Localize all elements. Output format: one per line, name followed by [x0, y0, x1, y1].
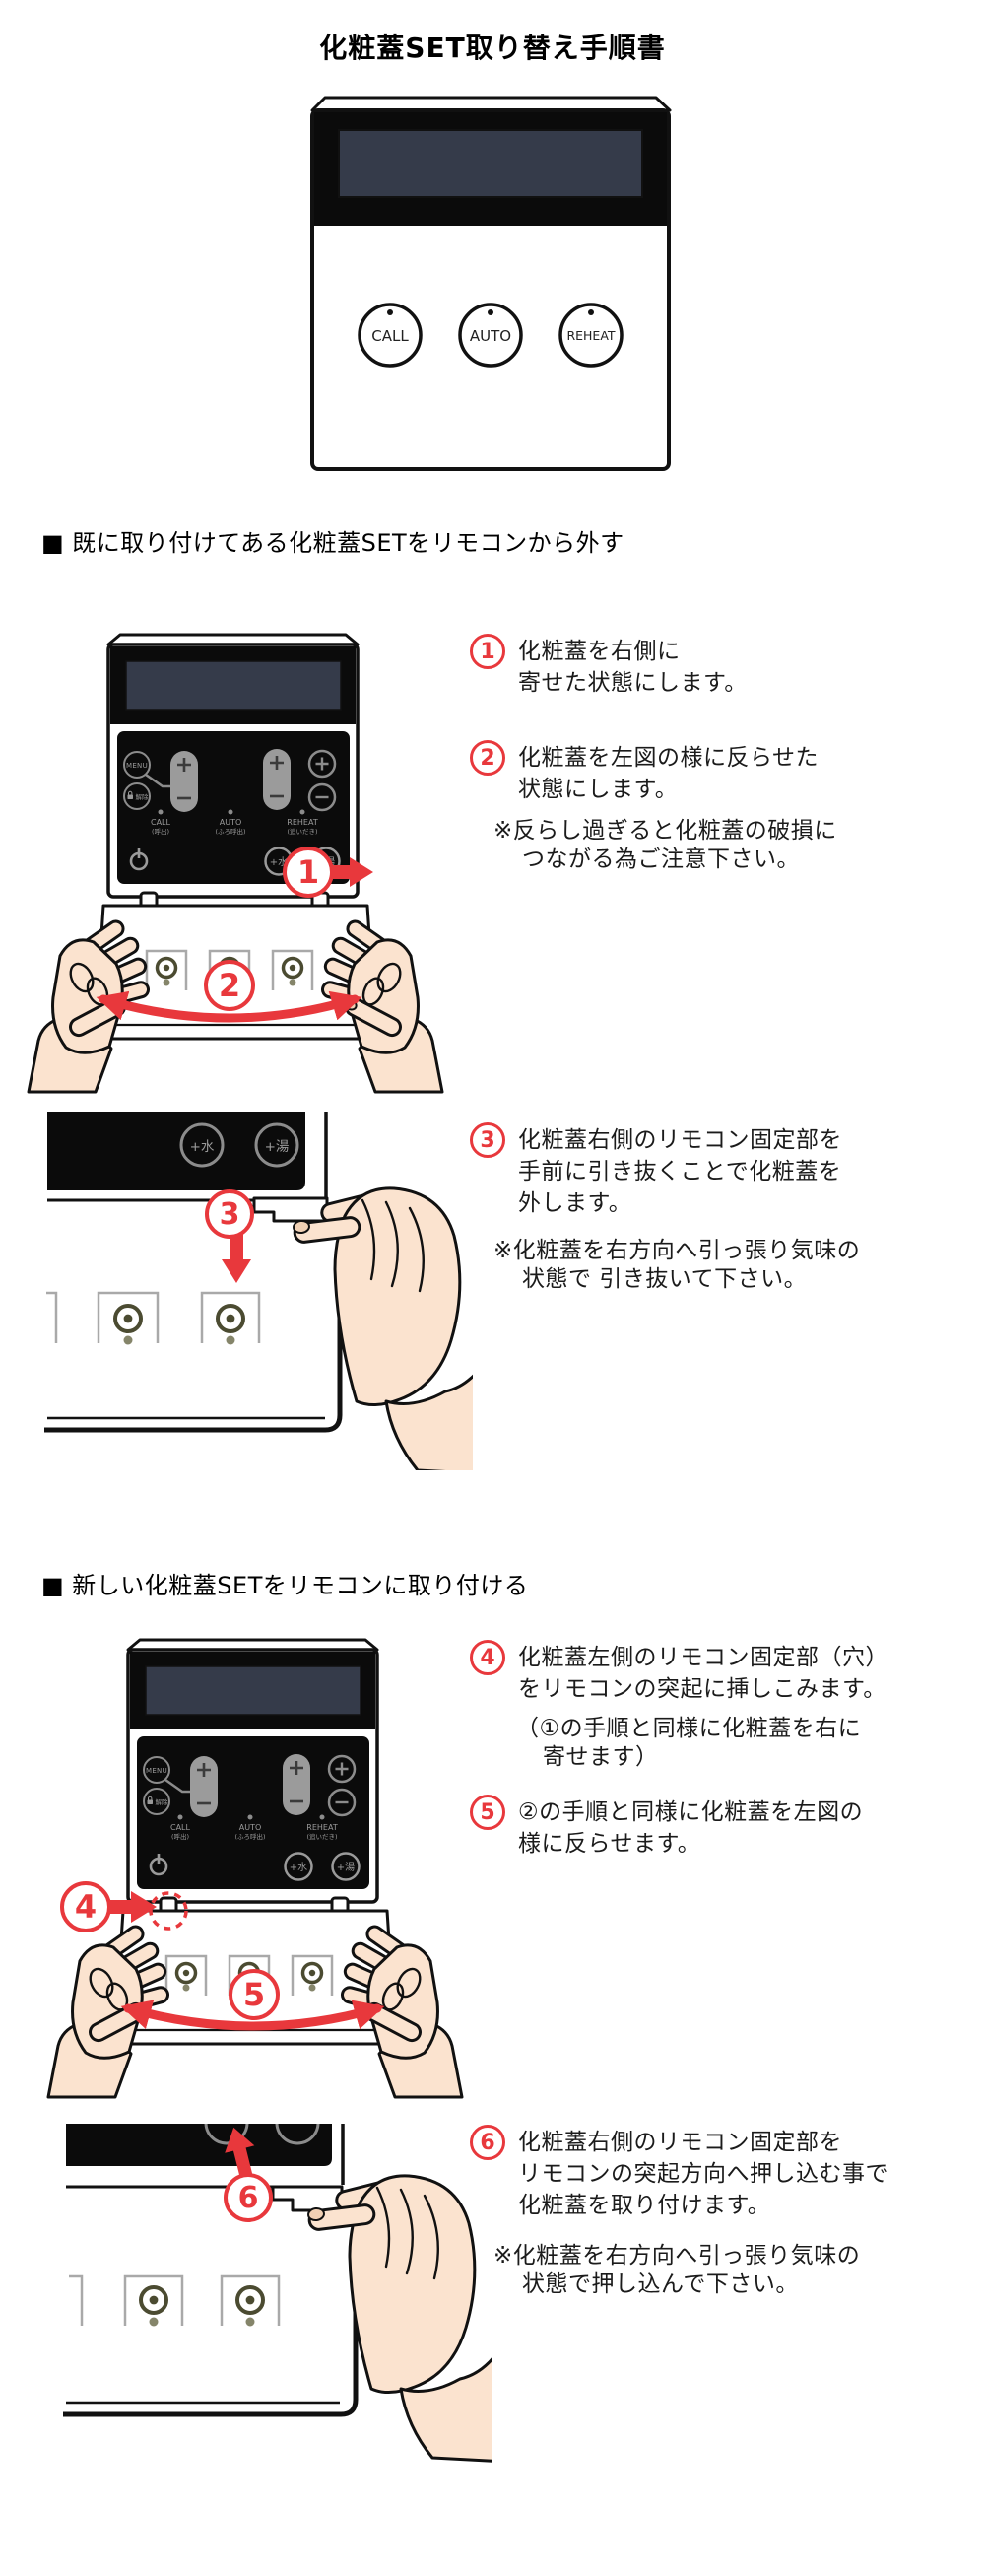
illustration-step-3: +水 +湯 3: [44, 1112, 473, 1470]
control-panel: [47, 1112, 305, 1190]
add-water-button: [179, 1122, 225, 1168]
marker-step3: 3: [205, 1189, 254, 1239]
step-6-note: ※化粧蓋を右方向へ引っ張り気味の 状態で押し込んで下さい。: [493, 2243, 861, 2297]
step-5-line: 様に反らせます。: [518, 1831, 701, 1857]
add-water-button: [204, 2124, 249, 2145]
remote-top-surface: [310, 96, 672, 112]
step-6-line: 化粧蓋右側のリモコン固定部を: [518, 2130, 842, 2155]
section-heading-attach: ■ 新しい化粧蓋SETをリモコンに取り付ける: [41, 1572, 529, 1599]
step-5-number: 5: [470, 1795, 505, 1830]
cover-slot-partial: [69, 2274, 84, 2326]
cover-slot: [97, 1291, 160, 1345]
svg-text:6: 6: [238, 2181, 259, 2215]
cover-bottom-edge: [44, 1232, 343, 1433]
step-6-line: リモコンの突起方向へ押し込む事で: [518, 2161, 888, 2187]
add-hot-label: +湯: [265, 1138, 290, 1155]
marker-step6: 6: [224, 2173, 273, 2222]
svg-text:4: 4: [75, 1888, 97, 1926]
call-label: CALL: [371, 327, 409, 345]
step-6-line: 化粧蓋を取り付けます。: [518, 2193, 771, 2218]
step-4-number: 4: [470, 1640, 505, 1675]
step-1-line: 化粧蓋を右側に: [518, 639, 681, 664]
illustration-steps-4-5: 4 5: [15, 1626, 484, 2101]
step-4-paren-note: （①の手順と同様に化粧蓋を右に 寄せます）: [516, 1716, 862, 1770]
step-4-line: をリモコンの突起に挿しこみます。: [518, 1676, 886, 1702]
step-1: 1 化粧蓋を右側に 寄せた状態にします。: [470, 634, 748, 699]
section-heading-remove: ■ 既に取り付けてある化粧蓋SETをリモコンから外す: [41, 529, 624, 557]
tab-highlight-dashed-circle: [149, 1891, 188, 1931]
marker-step1: 1: [283, 847, 334, 898]
auto-button: AUTO: [458, 303, 523, 368]
step-3: 3 化粧蓋右側のリモコン固定部を 手前に引き抜くことで化粧蓋を 外します。: [470, 1122, 842, 1219]
bend-arrow: [120, 2000, 385, 2031]
page-title: 化粧蓋SET取り替え手順書: [319, 32, 666, 64]
step-2: 2 化粧蓋を左図の様に反らせた 状態にします。: [470, 740, 820, 805]
lcd-screen: [338, 129, 643, 198]
step-4-line: 化粧蓋左側のリモコン固定部（穴）: [518, 1645, 888, 1670]
add-hot-button: [275, 2124, 320, 2145]
insert-arrow: [109, 1891, 157, 1923]
step-3-line: 外します。: [518, 1190, 632, 1216]
svg-text:3: 3: [220, 1197, 240, 1232]
step-3-note: ※化粧蓋を右方向へ引っ張り気味の 状態で 引き抜いて下さい。: [493, 1238, 861, 1292]
auto-label: AUTO: [470, 327, 511, 345]
step-1-line: 寄せた状態にします。: [518, 670, 748, 696]
pull-down-arrow: [222, 1234, 251, 1283]
step-5: 5 ②の手順と同様に化粧蓋を左図の 様に反らせます。: [470, 1795, 864, 1860]
step-1-number: 1: [470, 634, 505, 669]
reheat-label: REHEAT: [566, 328, 615, 343]
call-button: CALL: [358, 303, 423, 368]
pinching-hand: [305, 2174, 492, 2464]
cover-slot: [220, 2274, 281, 2327]
add-hot-button: [254, 1122, 299, 1168]
cover-slot: [123, 2274, 184, 2327]
step-3-number: 3: [470, 1122, 505, 1158]
marker-step4: 4: [60, 1881, 111, 1932]
illustration-steps-1-2: 1 2: [15, 631, 460, 1096]
marker-step2: 2: [204, 960, 255, 1011]
control-panel: [66, 2124, 332, 2166]
svg-text:2: 2: [219, 967, 240, 1004]
slide-right-arrow: [330, 857, 373, 887]
step-5-line: ②の手順と同様に化粧蓋を左図の: [518, 1799, 864, 1825]
hero-remote-illustration: CALL AUTO REHEAT: [310, 96, 672, 471]
push-up-arrow: [225, 2127, 255, 2184]
step-3-line: 手前に引き抜くことで化粧蓋を: [518, 1159, 842, 1185]
step-4: 4 化粧蓋左側のリモコン固定部（穴） をリモコンの突起に挿しこみます。: [470, 1640, 888, 1705]
illustration-step-6: 6: [63, 2124, 492, 2464]
step-2-note: ※反らし過ぎると化粧蓋の破損に つながる為ご注意下さい。: [493, 818, 837, 872]
step-6: 6 化粧蓋右側のリモコン固定部を リモコンの突起方向へ押し込む事で 化粧蓋を取り…: [470, 2125, 888, 2221]
bend-arrow: [96, 990, 362, 1023]
add-water-label: +水: [190, 1139, 215, 1155]
marker-step5: 5: [229, 1969, 280, 2020]
cover-slot: [200, 1291, 261, 1345]
svg-text:1: 1: [297, 853, 319, 891]
cover-slot-partial: [46, 1291, 58, 1343]
cover-tab-right: [271, 2185, 344, 2212]
cover-bottom-edge: [63, 2237, 359, 2417]
reheat-button: REHEAT: [558, 303, 624, 368]
step-3-line: 化粧蓋右側のリモコン固定部を: [518, 1127, 842, 1153]
step-6-number: 6: [470, 2125, 505, 2160]
svg-text:5: 5: [243, 1976, 265, 2013]
step-2-line: 状態にします。: [518, 777, 679, 802]
cover-tab-right: [252, 1196, 329, 1223]
step-2-number: 2: [470, 740, 505, 776]
step-2-line: 化粧蓋を左図の様に反らせた: [518, 745, 820, 771]
